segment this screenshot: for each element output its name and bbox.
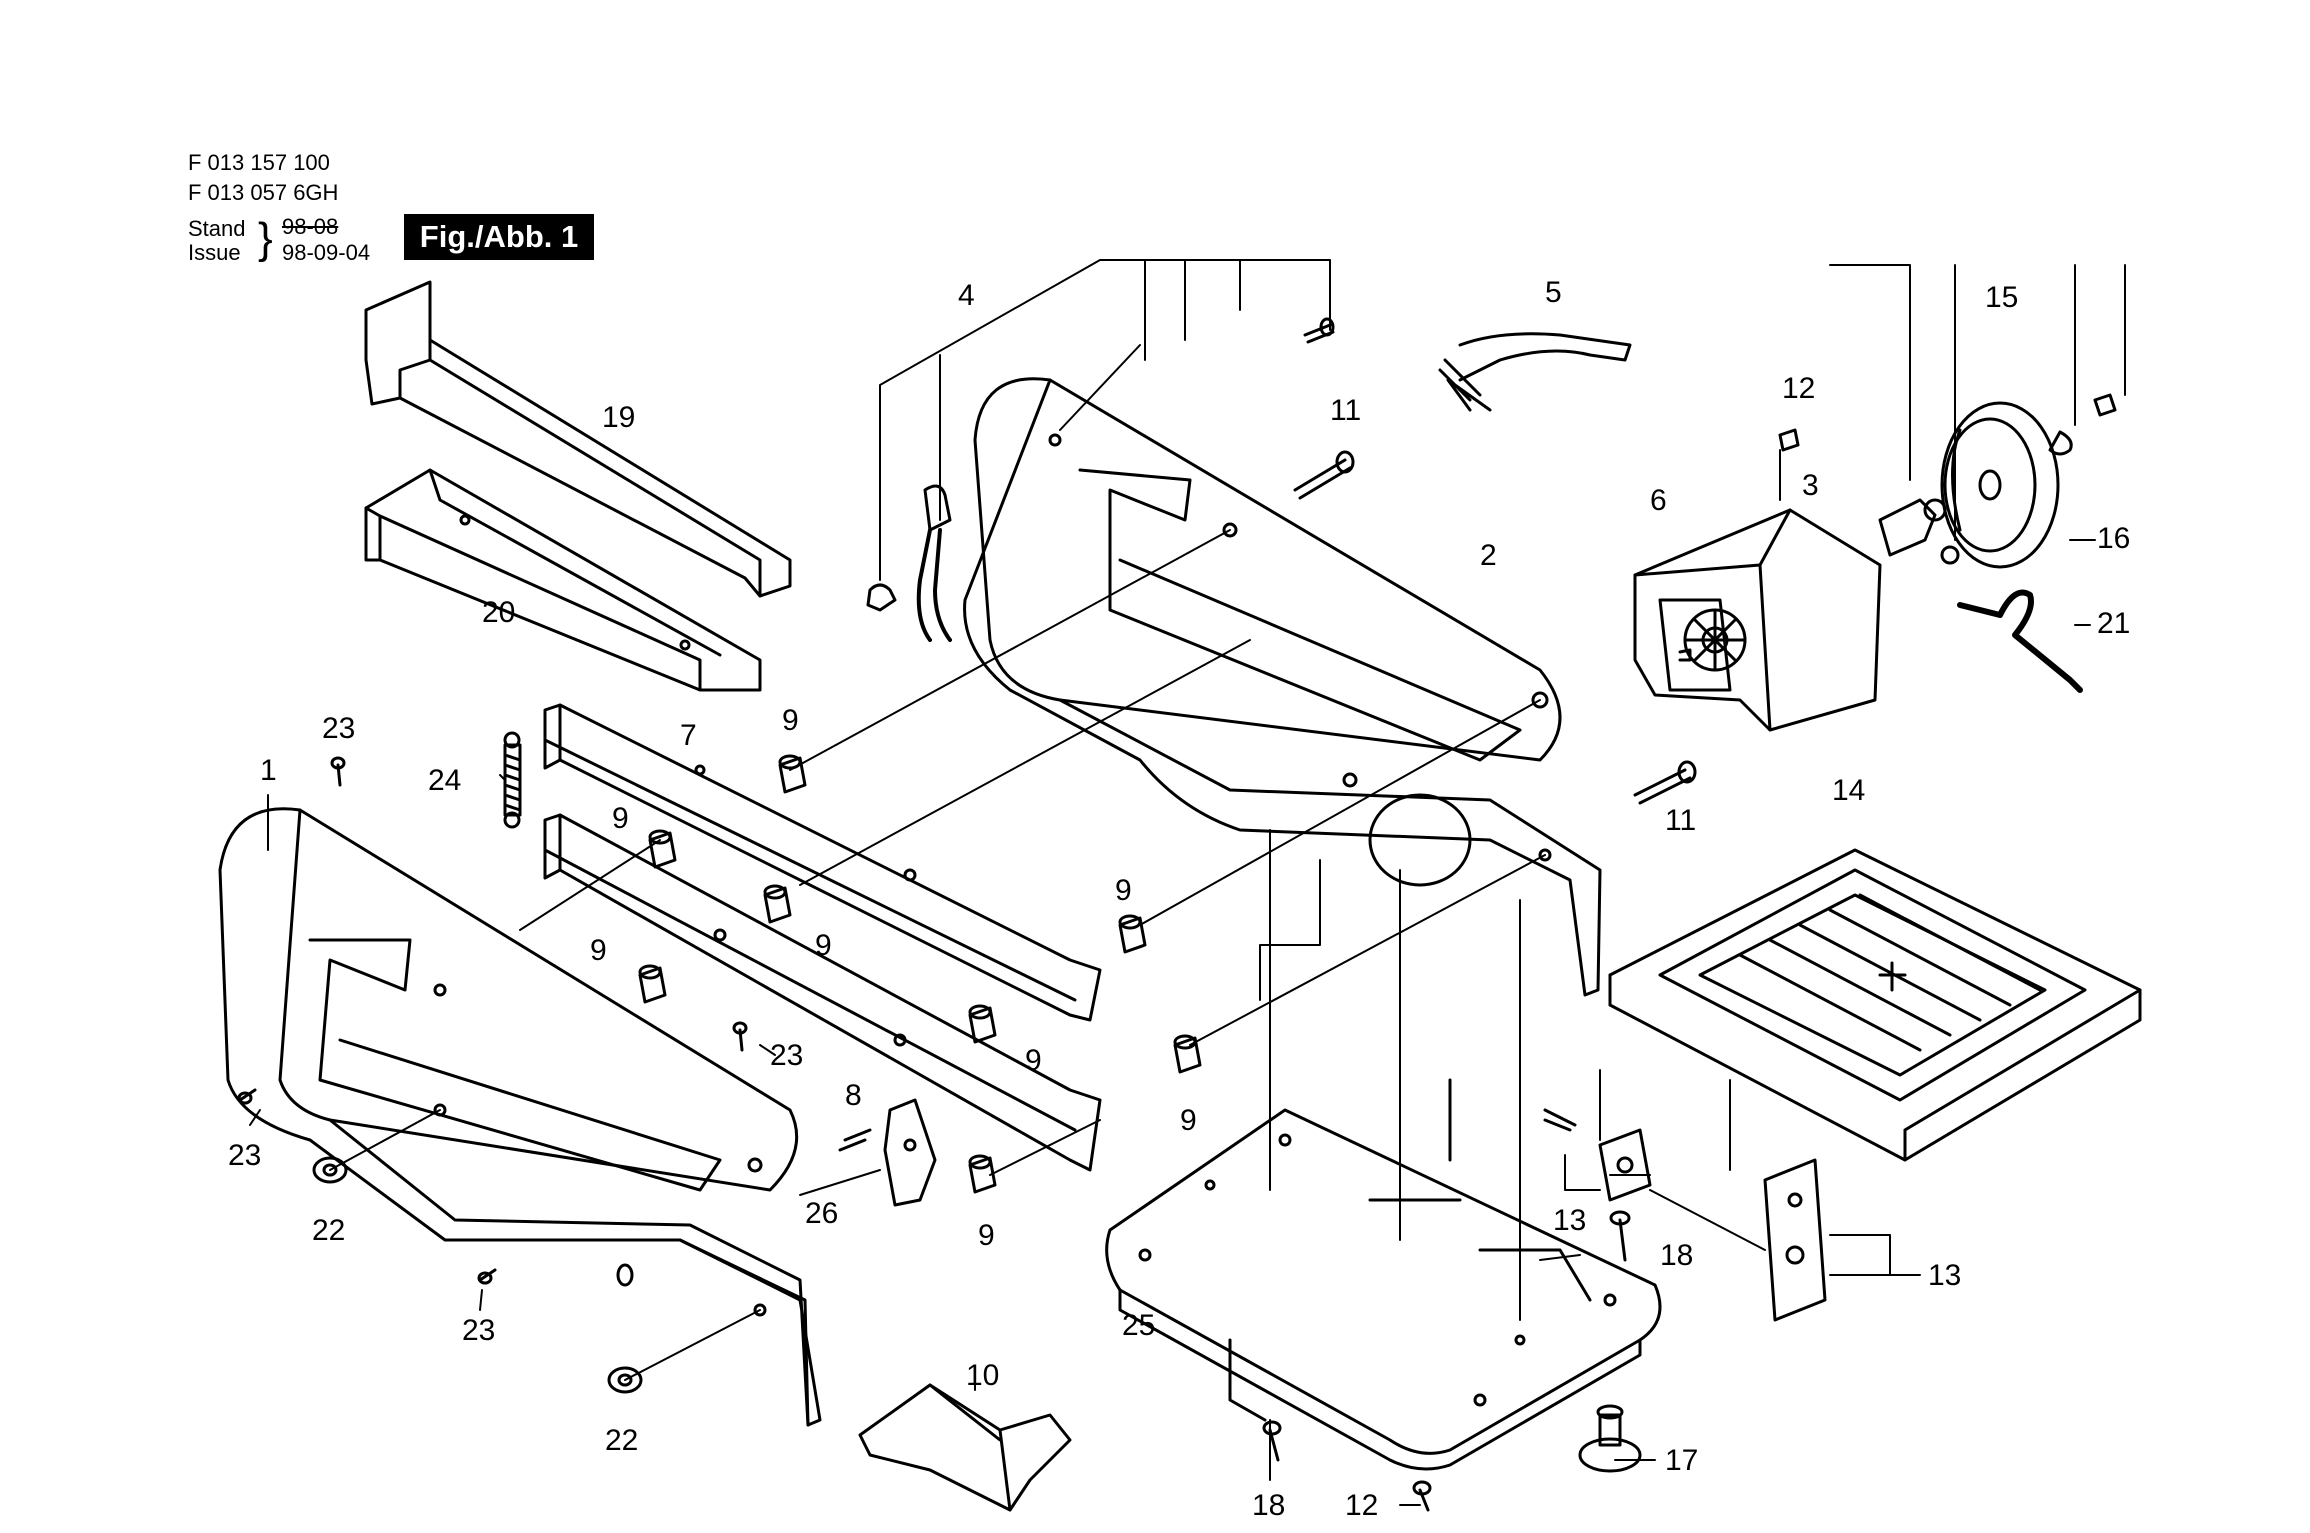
screws [237, 317, 1800, 1512]
callout-17: 17 [1665, 1444, 1698, 1477]
callout-5: 5 [1545, 276, 1562, 309]
part-19-bracket [364, 280, 792, 598]
callout-22b: 22 [605, 1424, 638, 1457]
callout-25: 25 [1122, 1309, 1155, 1342]
callout-9g: 9 [1180, 1104, 1197, 1137]
callout-labels: 1 2 3 4 5 6 7 8 9 9 9 9 9 9 9 9 10 11 11… [228, 276, 2130, 1522]
part-14-table [1608, 848, 2142, 1162]
callout-7: 7 [680, 719, 697, 752]
callout-23b: 23 [770, 1039, 803, 1072]
callout-6: 6 [1650, 484, 1667, 517]
callout-9d: 9 [815, 929, 832, 962]
stand-date: 98-08 [282, 214, 339, 239]
part-22-washers [312, 1156, 643, 1394]
part-20-bracket [364, 468, 762, 692]
callout-23d: 23 [462, 1314, 495, 1347]
issue-label: Issue [188, 240, 241, 265]
callout-12b: 12 [1345, 1489, 1378, 1522]
issue-date: 98-09-04 [282, 240, 371, 265]
part-24-spring [503, 731, 522, 829]
leader-lines [249, 259, 2126, 1506]
callout-21: 21 [2097, 607, 2130, 640]
part-17-foot-pad [1578, 1404, 1642, 1473]
brace-glyph: } [258, 214, 273, 263]
callout-1: 1 [260, 754, 277, 787]
part-2-rear-housing [963, 377, 1602, 997]
callout-8: 8 [845, 1079, 862, 1112]
callout-9a: 9 [782, 704, 799, 737]
part-3-motor [1633, 508, 1882, 732]
callout-14: 14 [1832, 774, 1865, 807]
part-9-bushings [638, 754, 1202, 1194]
part-1-front-housing [218, 807, 822, 1427]
callout-11a: 11 [1330, 394, 1361, 427]
callout-19: 19 [602, 401, 635, 434]
part-25-base [1105, 1078, 1662, 1471]
part-21-cord [1957, 589, 2083, 693]
callout-4: 4 [958, 279, 975, 312]
callout-18b: 18 [1252, 1489, 1285, 1522]
callout-9c: 9 [1115, 874, 1132, 907]
part-5-cable [1438, 332, 1632, 412]
part-number-1: F 013 157 100 [188, 150, 330, 175]
callout-20: 20 [482, 596, 515, 629]
callout-13b: 13 [1928, 1259, 1961, 1292]
callout-9h: 9 [978, 1219, 995, 1252]
callout-9f: 9 [1025, 1044, 1042, 1077]
callout-9e: 9 [590, 934, 607, 967]
part-16-pulley [1940, 401, 2060, 569]
callout-23a: 23 [322, 712, 355, 745]
callout-23c: 23 [228, 1139, 261, 1172]
part-13-bracket [1543, 1108, 1827, 1322]
stand-label: Stand [188, 216, 246, 241]
figure-badge: Fig./Abb. 1 [404, 214, 594, 260]
callout-13a: 13 [1553, 1204, 1586, 1237]
callout-26: 26 [805, 1197, 838, 1230]
callout-2: 2 [1480, 539, 1497, 572]
callout-10: 10 [966, 1359, 999, 1392]
part-10-foot [858, 1383, 1072, 1512]
callout-12a: 12 [1782, 372, 1815, 405]
part-7-upper-arm [543, 703, 1102, 1022]
callout-22a: 22 [312, 1214, 345, 1247]
part-8-lower-arm [543, 813, 1102, 1172]
callout-9b: 9 [612, 802, 629, 835]
callout-16: 16 [2097, 522, 2130, 555]
callout-15: 15 [1985, 281, 2018, 314]
callout-18a: 18 [1660, 1239, 1693, 1272]
callout-3: 3 [1802, 469, 1819, 502]
part-number-2: F 013 057 6GH [188, 180, 339, 205]
callout-11b: 11 [1665, 804, 1696, 837]
part-26-clamp [838, 1098, 937, 1207]
callout-24: 24 [428, 764, 461, 797]
part-15-hub [1878, 393, 2117, 565]
